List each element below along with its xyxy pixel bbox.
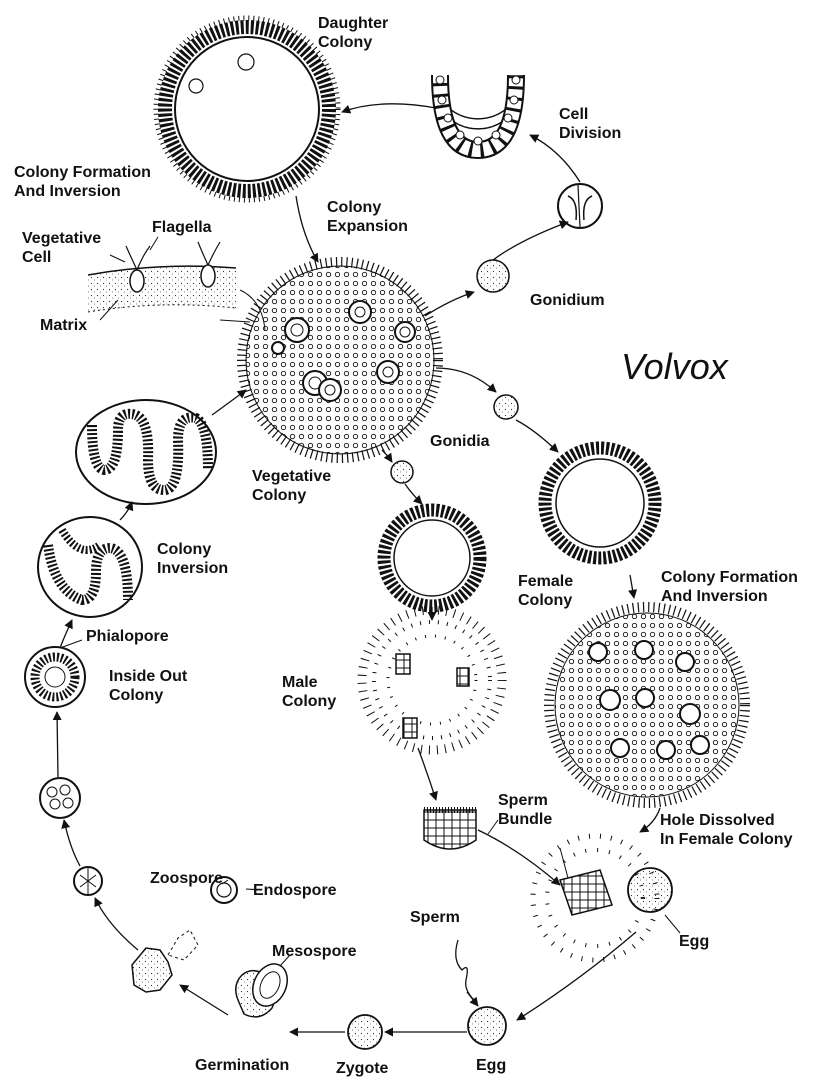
diagram-title: Volvox <box>621 346 728 388</box>
gonidia-cell-center <box>391 461 413 483</box>
label-flagella: Flagella <box>152 218 212 237</box>
label-endospore: Endospore <box>253 881 337 900</box>
mesospore-shape <box>236 958 294 1017</box>
sperm-bundle-shape <box>424 810 476 849</box>
inversion-stage-3 <box>76 400 216 504</box>
label-colony-formation-top: Colony Formation And Inversion <box>14 163 151 201</box>
female-colony-shape <box>549 607 745 803</box>
label-hole-dissolved: Hole Dissolved In Female Colony <box>660 811 792 849</box>
small-colony-1 <box>40 778 80 818</box>
young-male-colony <box>384 510 480 606</box>
label-female-colony: Female Colony <box>518 572 573 610</box>
label-daughter-colony: Daughter Colony <box>318 14 388 52</box>
vegetative-colony <box>242 262 438 458</box>
label-phialopore: Phialopore <box>86 627 169 646</box>
label-colony-formation-right: Colony Formation And Inversion <box>661 568 798 606</box>
small-colony-2 <box>74 867 102 895</box>
label-cell-division: Cell Division <box>559 105 621 143</box>
inversion-stage-2 <box>38 517 142 617</box>
egg-bottom-shape <box>468 1007 506 1045</box>
label-gonidia: Gonidia <box>430 432 490 451</box>
label-vegetative-colony: Vegetative Colony <box>252 467 331 505</box>
cell-division-plate <box>436 75 520 150</box>
male-colony-shape <box>362 610 502 750</box>
label-vegetative-cell: Vegetative Cell <box>22 229 101 267</box>
gonidia-cell-right <box>494 395 518 419</box>
label-egg-lower: Egg <box>476 1056 506 1075</box>
label-germination: Germination <box>195 1056 289 1075</box>
young-female-colony <box>545 448 655 558</box>
gonidium-cell <box>477 260 509 292</box>
matrix-strip <box>88 242 236 312</box>
label-egg-upper: Egg <box>679 932 709 951</box>
label-inside-out-colony: Inside Out Colony <box>109 667 187 705</box>
sperm-shape <box>456 940 474 1000</box>
label-colony-inversion: Colony Inversion <box>157 540 228 578</box>
label-gonidium: Gonidium <box>530 291 605 310</box>
zoospore-shape <box>132 930 198 992</box>
label-zoospore: Zoospore <box>150 869 223 888</box>
label-male-colony: Male Colony <box>282 673 336 711</box>
fertilization-cluster <box>533 836 672 960</box>
dividing-cell <box>558 184 602 228</box>
zygote-shape <box>348 1015 382 1049</box>
label-sperm: Sperm <box>410 908 460 927</box>
inside-out-colony-shape <box>25 647 85 707</box>
label-matrix: Matrix <box>40 316 87 335</box>
daughter-colony <box>156 18 338 200</box>
label-colony-expansion: Colony Expansion <box>327 198 408 236</box>
label-mesospore: Mesospore <box>272 942 356 961</box>
label-zygote: Zygote <box>336 1059 388 1078</box>
label-sperm-bundle: Sperm Bundle <box>498 791 552 829</box>
